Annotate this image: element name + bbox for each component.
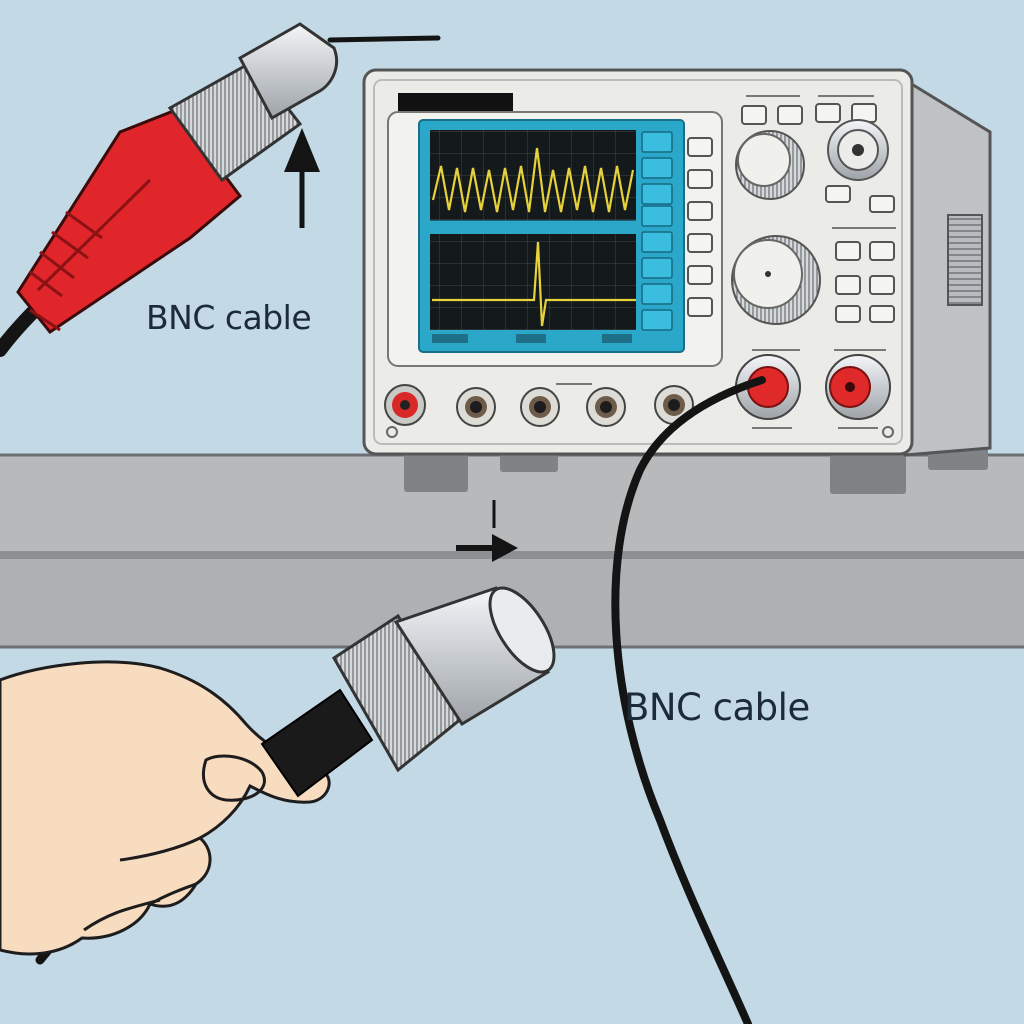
soft-key[interactable] <box>641 283 673 305</box>
control-button[interactable] <box>869 241 895 261</box>
soft-key[interactable] <box>641 183 673 205</box>
control-button[interactable] <box>869 275 895 295</box>
scope-foot <box>830 448 906 494</box>
oscilloscope <box>362 68 992 494</box>
control-button[interactable] <box>777 105 803 125</box>
hand-holding-connector <box>0 586 556 965</box>
control-button[interactable] <box>869 195 895 213</box>
control-button[interactable] <box>835 241 861 261</box>
soft-key[interactable] <box>641 205 673 227</box>
control-button[interactable] <box>825 185 851 203</box>
menu-button[interactable] <box>687 137 713 157</box>
control-button[interactable] <box>815 103 841 123</box>
bnc-socket-top[interactable] <box>827 119 889 181</box>
soft-key[interactable] <box>641 157 673 179</box>
waveform-upper <box>431 147 635 213</box>
soft-key[interactable] <box>641 131 673 153</box>
control-button[interactable] <box>835 305 861 323</box>
metal-sleeve <box>237 22 339 121</box>
input-jack[interactable] <box>520 387 560 427</box>
scope-foot <box>404 448 468 492</box>
bnc-cable-long <box>611 376 766 1024</box>
screen-soft-keys <box>641 131 673 331</box>
input-jack[interactable] <box>654 385 694 425</box>
control-buttons <box>741 103 895 323</box>
bnc-input-ch2[interactable] <box>825 354 891 420</box>
hand <box>0 660 331 956</box>
bnc-connector-top <box>0 22 339 357</box>
vent-grille <box>947 214 983 306</box>
input-jack[interactable] <box>456 387 496 427</box>
bnc-cable-label-bottom: BNC cable <box>624 686 810 729</box>
menu-button[interactable] <box>687 265 713 285</box>
menu-button[interactable] <box>687 297 713 317</box>
soft-key[interactable] <box>641 309 673 331</box>
menu-button[interactable] <box>687 201 713 221</box>
up-arrow-icon <box>284 128 320 228</box>
input-jack-red[interactable] <box>384 384 426 426</box>
brand-label <box>398 93 513 111</box>
control-button[interactable] <box>835 275 861 295</box>
display-lower <box>430 234 636 330</box>
menu-button[interactable] <box>687 233 713 253</box>
menu-button[interactable] <box>687 169 713 189</box>
bnc-cable-label-top: BNC cable <box>146 298 312 337</box>
knob-large[interactable] <box>731 235 821 325</box>
menu-buttons <box>687 137 713 317</box>
knob-small[interactable] <box>735 130 805 200</box>
cable-boot <box>260 688 374 798</box>
input-jack[interactable] <box>586 387 626 427</box>
waveform-lower <box>432 241 636 327</box>
control-button[interactable] <box>869 305 895 323</box>
soft-key[interactable] <box>641 231 673 253</box>
right-arrow-icon <box>456 500 518 562</box>
soft-key[interactable] <box>641 257 673 279</box>
control-button[interactable] <box>741 105 767 125</box>
